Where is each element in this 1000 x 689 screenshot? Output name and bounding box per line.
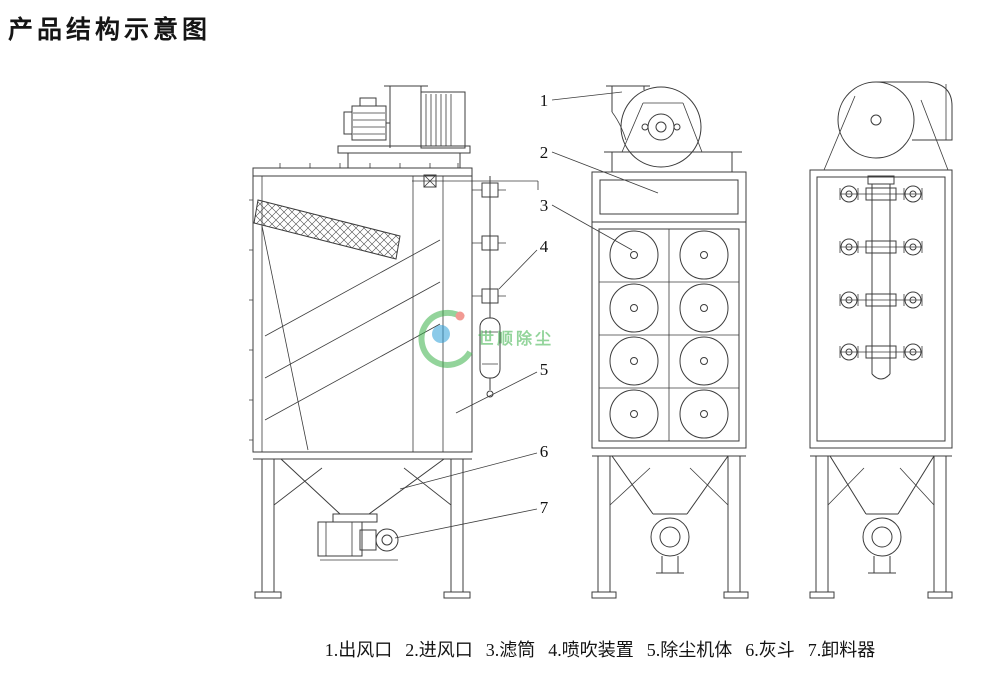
side-view-air-tank xyxy=(479,317,501,398)
filter-cartridge-face xyxy=(609,230,659,280)
front-view-ash-hopper xyxy=(611,455,729,515)
legend-caption: 1.出风口 2.进风口 3.滤筒 4.喷吹装置 5.除尘机体 6.灰斗 7.卸料… xyxy=(200,636,1000,662)
callout-6-ash-hopper: 6 xyxy=(540,442,549,461)
callout-5-collector-body: 5 xyxy=(540,360,549,379)
legend-item-1: 1.出风口 xyxy=(324,640,393,660)
legend-item-4: 4.喷吹装置 xyxy=(548,640,634,660)
back-view-fan-casing xyxy=(823,81,953,171)
watermark-blue-dot-icon xyxy=(432,325,450,343)
callout-2-air-inlet: 2 xyxy=(540,143,549,162)
watermark-text: 世顺除尘 xyxy=(478,329,554,348)
callout-leader-lines xyxy=(394,91,659,539)
front-view-exhaust-fan xyxy=(606,85,702,168)
filter-cartridge-face xyxy=(679,336,729,386)
front-view xyxy=(591,85,749,599)
back-view xyxy=(809,81,953,599)
side-view-fan-motor-assembly xyxy=(337,85,471,168)
back-view-ash-hopper xyxy=(829,455,935,515)
filter-cartridge-face xyxy=(679,283,729,333)
callout-7-discharge-valve: 7 xyxy=(540,498,549,517)
front-view-support-legs xyxy=(591,455,749,599)
callout-1-air-outlet: 1 xyxy=(540,91,549,110)
filter-cartridge-face xyxy=(609,389,659,439)
filter-cartridge-face xyxy=(609,336,659,386)
filter-cartridge-face xyxy=(679,230,729,280)
front-view-fan-stand xyxy=(604,102,742,172)
side-view-inlet-duct xyxy=(253,199,401,260)
front-view-discharge-flange xyxy=(650,517,690,574)
front-view-filter-cartridge-panel xyxy=(591,221,747,449)
watermark-logo: 世顺除尘 xyxy=(418,309,554,368)
back-view-collector-body xyxy=(809,169,953,449)
callout-3-filter-cartridge: 3 xyxy=(540,196,549,215)
front-view-outlet-plenum xyxy=(591,171,747,223)
callout-4-pulse-jet-device: 4 xyxy=(540,237,549,256)
legend-item-7: 7.卸料器 xyxy=(807,640,876,660)
watermark-swoosh-icon xyxy=(418,309,473,368)
side-view-rotary-discharge-valve xyxy=(317,513,399,561)
legend-item-5: 5.除尘机体 xyxy=(646,640,733,660)
side-view xyxy=(249,85,539,599)
legend-item-6: 6.灰斗 xyxy=(745,640,795,660)
back-view-discharge-flange xyxy=(862,517,902,574)
filter-cartridge-face xyxy=(679,389,729,439)
side-view-support-legs xyxy=(253,458,472,599)
back-view-pulse-blowing-manifold xyxy=(839,175,923,380)
side-view-pulse-valve-assembly xyxy=(412,174,539,318)
back-view-support-legs xyxy=(809,455,953,599)
side-view-ash-hopper xyxy=(280,458,445,515)
filter-cartridge-face xyxy=(609,283,659,333)
legend-item-2: 2.进风口 xyxy=(405,640,473,660)
legend-item-3: 3.滤筒 xyxy=(485,640,536,660)
watermark-red-dot-icon xyxy=(455,311,465,321)
page-title: 产品结构示意图 xyxy=(8,16,212,44)
